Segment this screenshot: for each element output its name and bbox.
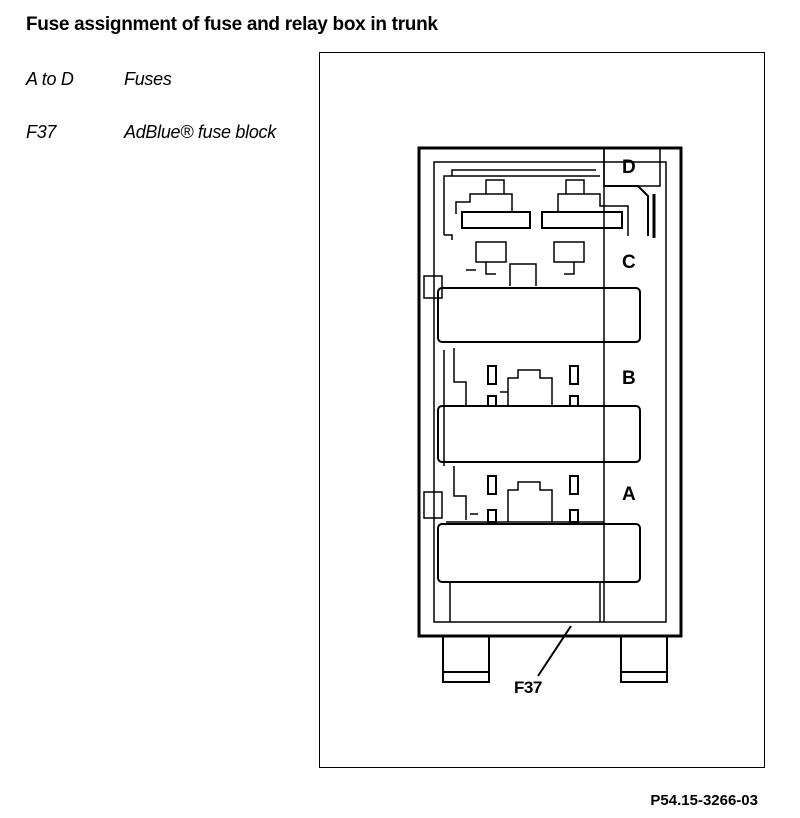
callout-f37: F37 — [514, 678, 542, 697]
legend-description: AdBlue® fuse block — [124, 122, 276, 142]
fuse-block-c — [437, 287, 641, 343]
page-title: Fuse assignment of fuse and relay box in… — [26, 14, 438, 35]
figure-frame — [319, 52, 765, 768]
row-label-d: D — [622, 157, 636, 178]
housing-foot-left — [442, 635, 490, 683]
legend-description: Fuses — [124, 69, 172, 89]
row-label-b: B — [622, 368, 636, 389]
row-label-c: C — [622, 252, 636, 273]
fuse-block-b — [437, 405, 641, 463]
housing-foot-right — [620, 635, 668, 683]
housing-inner — [433, 161, 667, 623]
legend-code: F37 — [26, 122, 57, 142]
housing-outer — [417, 146, 683, 638]
row-label-a: A — [622, 484, 636, 505]
f37-leader-line — [537, 625, 572, 677]
fuse-block-a — [437, 523, 641, 583]
figure-reference: P54.15-3266-03 — [650, 792, 758, 809]
legend-code: A to D — [26, 69, 74, 89]
